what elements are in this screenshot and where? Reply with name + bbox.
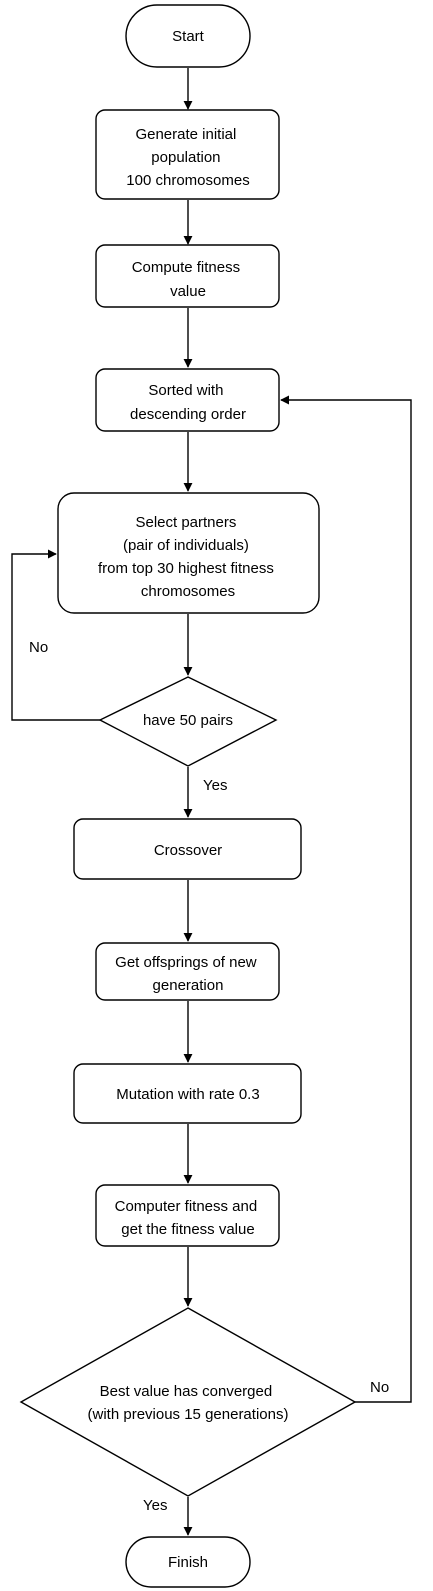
crossover-node: Crossover bbox=[73, 818, 302, 880]
generate-population-node: Generate initial population 100 chromoso… bbox=[95, 109, 280, 200]
sort-label: Sorted with descending order bbox=[130, 382, 246, 423]
sort-node: Sorted with descending order bbox=[95, 368, 280, 432]
finish-node: Finish bbox=[125, 1536, 251, 1588]
offspring-label: Get offsprings of new generation bbox=[115, 954, 261, 994]
compute-fitness-node: Compute fitness value bbox=[95, 244, 280, 308]
mutation-label: Mutation with rate 0.3 bbox=[116, 1086, 259, 1103]
select-partners-node: Select partners (pair of individuals) fr… bbox=[57, 492, 320, 614]
generate-population-label: Generate initial population 100 chromoso… bbox=[126, 126, 249, 189]
mutation-node: Mutation with rate 0.3 bbox=[73, 1063, 302, 1124]
computer-fitness-node: Computer fitness and get the fitness val… bbox=[95, 1184, 280, 1247]
converged-no-label: No bbox=[370, 1379, 389, 1396]
start-label: Start bbox=[172, 28, 205, 45]
have-pairs-label: have 50 pairs bbox=[143, 712, 233, 729]
pairs-no-label: No bbox=[29, 639, 48, 656]
connectors bbox=[11, 68, 412, 1536]
offspring-node: Get offsprings of new generation bbox=[95, 942, 280, 1001]
edge-pairs-no-loop bbox=[11, 549, 100, 721]
computer-fitness-label: Computer fitness and get the fitness val… bbox=[115, 1198, 262, 1238]
crossover-label: Crossover bbox=[154, 842, 222, 859]
pairs-yes-label: Yes bbox=[203, 777, 227, 794]
finish-label: Finish bbox=[168, 1554, 208, 1571]
start-node: Start bbox=[125, 4, 251, 68]
converged-yes-label: Yes bbox=[143, 1497, 167, 1514]
converged-label: Best value has converged (with previous … bbox=[88, 1383, 289, 1423]
edge-converged-no-loop bbox=[280, 395, 412, 1403]
compute-fitness-label: Compute fitness value bbox=[132, 259, 245, 300]
converged-decision: Best value has converged (with previous … bbox=[19, 1307, 357, 1497]
select-partners-label: Select partners (pair of individuals) fr… bbox=[98, 514, 278, 600]
have-pairs-decision: have 50 pairs bbox=[98, 676, 278, 767]
